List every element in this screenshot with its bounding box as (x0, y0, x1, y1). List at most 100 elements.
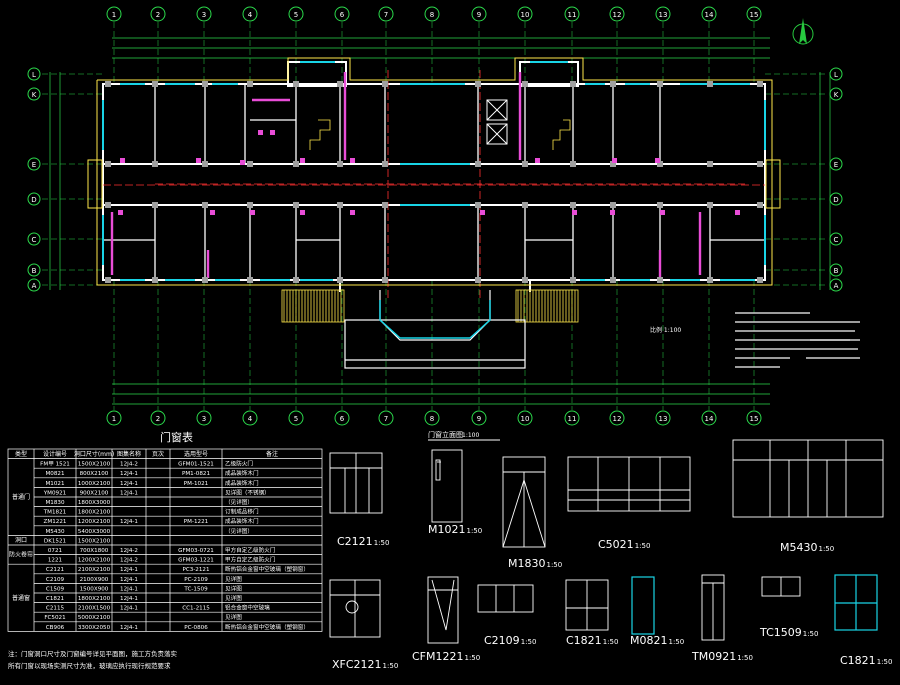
schedule-cell: 12J4-1 (120, 490, 138, 496)
schedule-cell: C1509 (46, 586, 65, 592)
bottom-axis-bubble-15 (746, 410, 762, 426)
bottom-axis-bubble-label: 10 (521, 415, 530, 423)
schedule-title: 门窗表 (160, 430, 193, 444)
bottom-axis-bubble-label: 8 (430, 415, 434, 423)
schedule-cell: PM-1021 (184, 481, 209, 487)
entrance-steps-right (515, 289, 579, 323)
schedule-cell: 3300X2050 (78, 625, 111, 631)
schedule-cell: （见详图） (225, 498, 253, 506)
elevation-scale: 1:50 (547, 561, 563, 569)
elevation-label-cfm1221: CFM1221 (412, 650, 464, 663)
bottom-axis-bubble-6 (334, 410, 350, 426)
schedule-cell: PC3-2121 (182, 567, 210, 573)
schedule-header-cell: 图集名称 (117, 450, 141, 458)
bottom-axis-bubble-8 (424, 410, 440, 426)
schedule-cell: 12J4-1 (120, 471, 138, 477)
schedule-note-2: 所有门窗以现场实测尺寸为准，玻璃应执行现行规范要求 (8, 661, 171, 670)
elevation-scale: 1:50 (635, 542, 651, 550)
top-axis-bubble-label: 13 (659, 11, 668, 19)
top-axis-bubble-11 (564, 6, 580, 22)
schedule-cell: 2100X2100 (78, 567, 111, 573)
top-axis-bubble-label: 14 (705, 11, 714, 19)
top-axis-bubble-label: 10 (521, 11, 530, 19)
top-axis-bubble-label: 8 (430, 11, 434, 19)
schedule-cell: CC1-2115 (182, 606, 210, 612)
schedule-cell: C2121 (46, 567, 65, 573)
bottom-axis-bubble-label: 11 (568, 415, 577, 423)
schedule-cell: 见详图 (225, 575, 242, 583)
elevation-scale: 1:50 (669, 638, 685, 646)
bottom-axis-bubble-label: 14 (705, 415, 714, 423)
schedule-cell: 1500X2100 (78, 462, 111, 468)
top-axis-bubble-label: 5 (294, 11, 298, 19)
schedule-cell: 1200X2100 (78, 519, 111, 525)
schedule-cell: FM甲 1521 (40, 461, 70, 468)
elevation-scale: 1:50 (467, 527, 483, 535)
bottom-axis-bubble-13 (655, 410, 671, 426)
left-axis-label: B (32, 267, 37, 275)
schedule-cell: PM-1221 (184, 519, 209, 525)
schedule-cell: 乙级防火门 (225, 460, 253, 468)
top-axis-bubble-2 (150, 6, 166, 22)
elevation-label-m0821: M0821 (630, 634, 668, 647)
right-axis-label: K (834, 91, 839, 99)
bottom-axis-bubble-label: 5 (294, 415, 298, 423)
bottom-axis-bubble-label: 13 (659, 415, 668, 423)
bottom-axis-bubble-label: 12 (613, 415, 622, 423)
left-axis-bubble-C (27, 232, 41, 246)
floor-plan: 比例 1:100 (42, 22, 860, 410)
schedule-cell: PC-2109 (184, 577, 208, 583)
top-axis-bubble-label: 1 (112, 11, 116, 19)
bottom-axis-bubble-3 (196, 410, 212, 426)
top-axis-bubble-label: 3 (202, 11, 206, 19)
schedule-cell: M1830 (45, 500, 65, 506)
schedule-cell: 2100X1500 (78, 606, 111, 612)
schedule-cell: YM0921 (43, 490, 67, 496)
schedule-header-cell: 选用型号 (184, 450, 208, 458)
bottom-axis-bubble-10 (517, 410, 533, 426)
schedule-cell: 成品装饰木门 (225, 479, 259, 487)
north-arrow-icon (792, 18, 814, 45)
bottom-axis-bubble-5 (288, 410, 304, 426)
top-axis-bubble-label: 9 (477, 11, 481, 19)
schedule-cell: FC5021 (44, 615, 66, 621)
schedule-cell: （见详图） (225, 527, 253, 535)
schedule-cell: 见详图（不锈钢） (225, 488, 270, 496)
schedule-cell: GFM03-1221 (178, 558, 214, 564)
schedule-cell: 见详图 (225, 584, 242, 592)
schedule-cell: 5400X3000 (78, 529, 111, 535)
door-window-elevations: 门窗立面图 1:100 (329, 430, 892, 671)
top-axis-bubble-13 (655, 6, 671, 22)
elevation-label-c2109: C2109 (484, 634, 520, 647)
schedule-cell: 成品装饰木门 (225, 517, 259, 525)
elevation-scale: 1:50 (374, 539, 390, 547)
schedule-cell: TC-1509 (183, 586, 208, 592)
schedule-cell: 1200X2100 (78, 558, 111, 564)
right-axis-label: L (834, 71, 838, 79)
schedule-cell: 12J4-2 (120, 558, 138, 564)
schedule-cell: 1500X2100 (78, 538, 111, 544)
top-axis-bubble-12 (609, 6, 625, 22)
schedule-cell: 断热铝合金窗中空玻璃（塑钢窗） (225, 623, 309, 631)
schedule-cell: 1221 (48, 558, 63, 564)
top-axis-bubble-10 (517, 6, 533, 22)
top-axis-bubble-4 (242, 6, 258, 22)
schedule-cell: 12J4-1 (120, 596, 138, 602)
elevation-label-c1821: C1821 (566, 634, 602, 647)
schedule-cell: GFM01-1521 (178, 462, 214, 468)
left-axis-bubble-L (27, 67, 41, 81)
schedule-cell: M1021 (45, 481, 65, 487)
schedule-cell: CB906 (46, 625, 65, 631)
bottom-axis-bubble-14 (701, 410, 717, 426)
top-axis-bubble-label: 15 (750, 11, 759, 19)
schedule-cell: 12J4-2 (120, 548, 138, 554)
schedule-cell: 2100X900 (80, 577, 109, 583)
schedule-cell: 成品装饰木门 (225, 469, 259, 477)
schedule-cell: 12J4-1 (120, 519, 138, 525)
bottom-axis-bubble-label: 6 (340, 415, 345, 423)
right-axis-label: D (833, 196, 838, 204)
bottom-axis-bubble-label: 4 (248, 415, 253, 423)
